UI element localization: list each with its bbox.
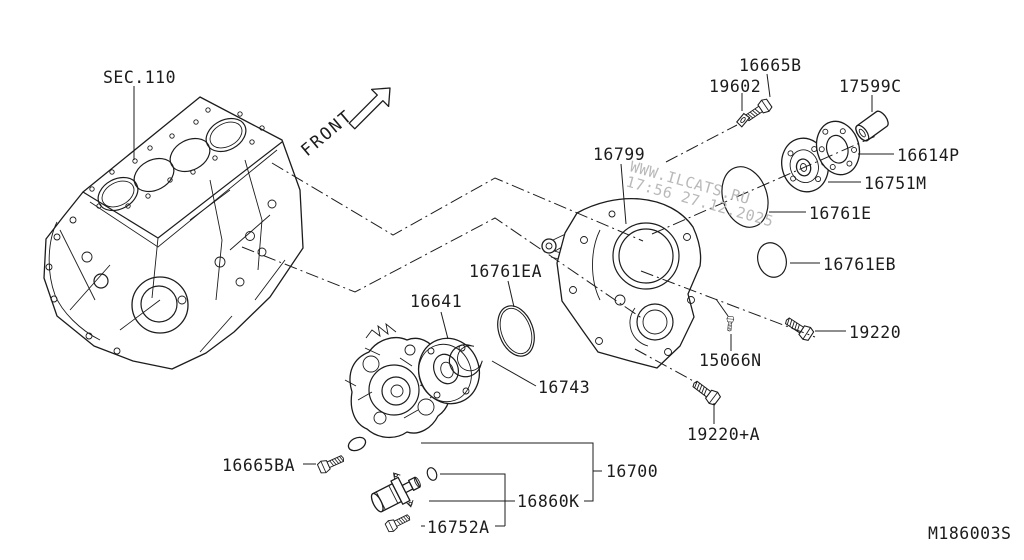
drawing-number: M186003S [928,524,1011,543]
oring-16761EA-drawing [497,305,535,357]
part-label-16751M: 16751M [864,174,927,193]
leader-lines [133,73,894,527]
part-label-15066N: 15066N [699,351,762,370]
part-label-19602: 19602 [709,77,761,96]
timing-cover-drawing [541,197,702,369]
part-label-16799: 16799 [593,145,645,164]
bolt-19220A [689,377,723,407]
bolt-15066N [725,315,735,332]
part-label-16860K: 16860K [517,492,580,511]
cylinder-bores [97,117,247,212]
part-label-16761EA: 16761EA [469,262,542,281]
gasket-holes [89,107,265,209]
part-labels: SEC.110 FRONT 16665B 19602 17599C 16614P… [103,56,1011,543]
solenoid-16860K-drawing [370,472,421,513]
snap-ring-drawing [448,344,483,378]
engine-block-drawing [43,96,304,370]
part-label-19220A: 19220+A [687,425,760,444]
part-label-16614P: 16614P [897,146,960,165]
pump-flange-drawing [417,337,481,405]
bolt-19220 [782,313,816,343]
screw-16752A [383,511,413,534]
oring-16761E-drawing [721,166,769,228]
section-label: SEC.110 [103,68,176,87]
bushing-17599C-drawing [855,110,889,142]
oring-16761EB-drawing [757,242,787,278]
bolt-16665BA [316,451,347,476]
part-label-16761E: 16761E [809,204,872,223]
front-label: FRONT [297,106,357,161]
block-face-details [119,159,286,353]
part-label-16700: 16700 [606,462,658,481]
part-label-16761EB: 16761EB [823,255,896,274]
solenoid-oring-drawing [426,467,438,481]
part-label-16665B: 16665B [739,56,802,75]
front-direction-arrow [348,87,391,130]
alignment-axis-lines [241,124,879,384]
part-label-16743: 16743 [538,378,590,397]
part-label-16665BA: 16665BA [222,456,295,475]
bell-housing-face [45,216,189,355]
part-label-16641: 16641 [410,292,462,311]
part-label-19220: 19220 [849,323,901,342]
part-label-16752A: 16752A [427,518,490,537]
plate-16614P-drawing [815,120,861,176]
part-label-17599C: 17599C [839,77,902,96]
